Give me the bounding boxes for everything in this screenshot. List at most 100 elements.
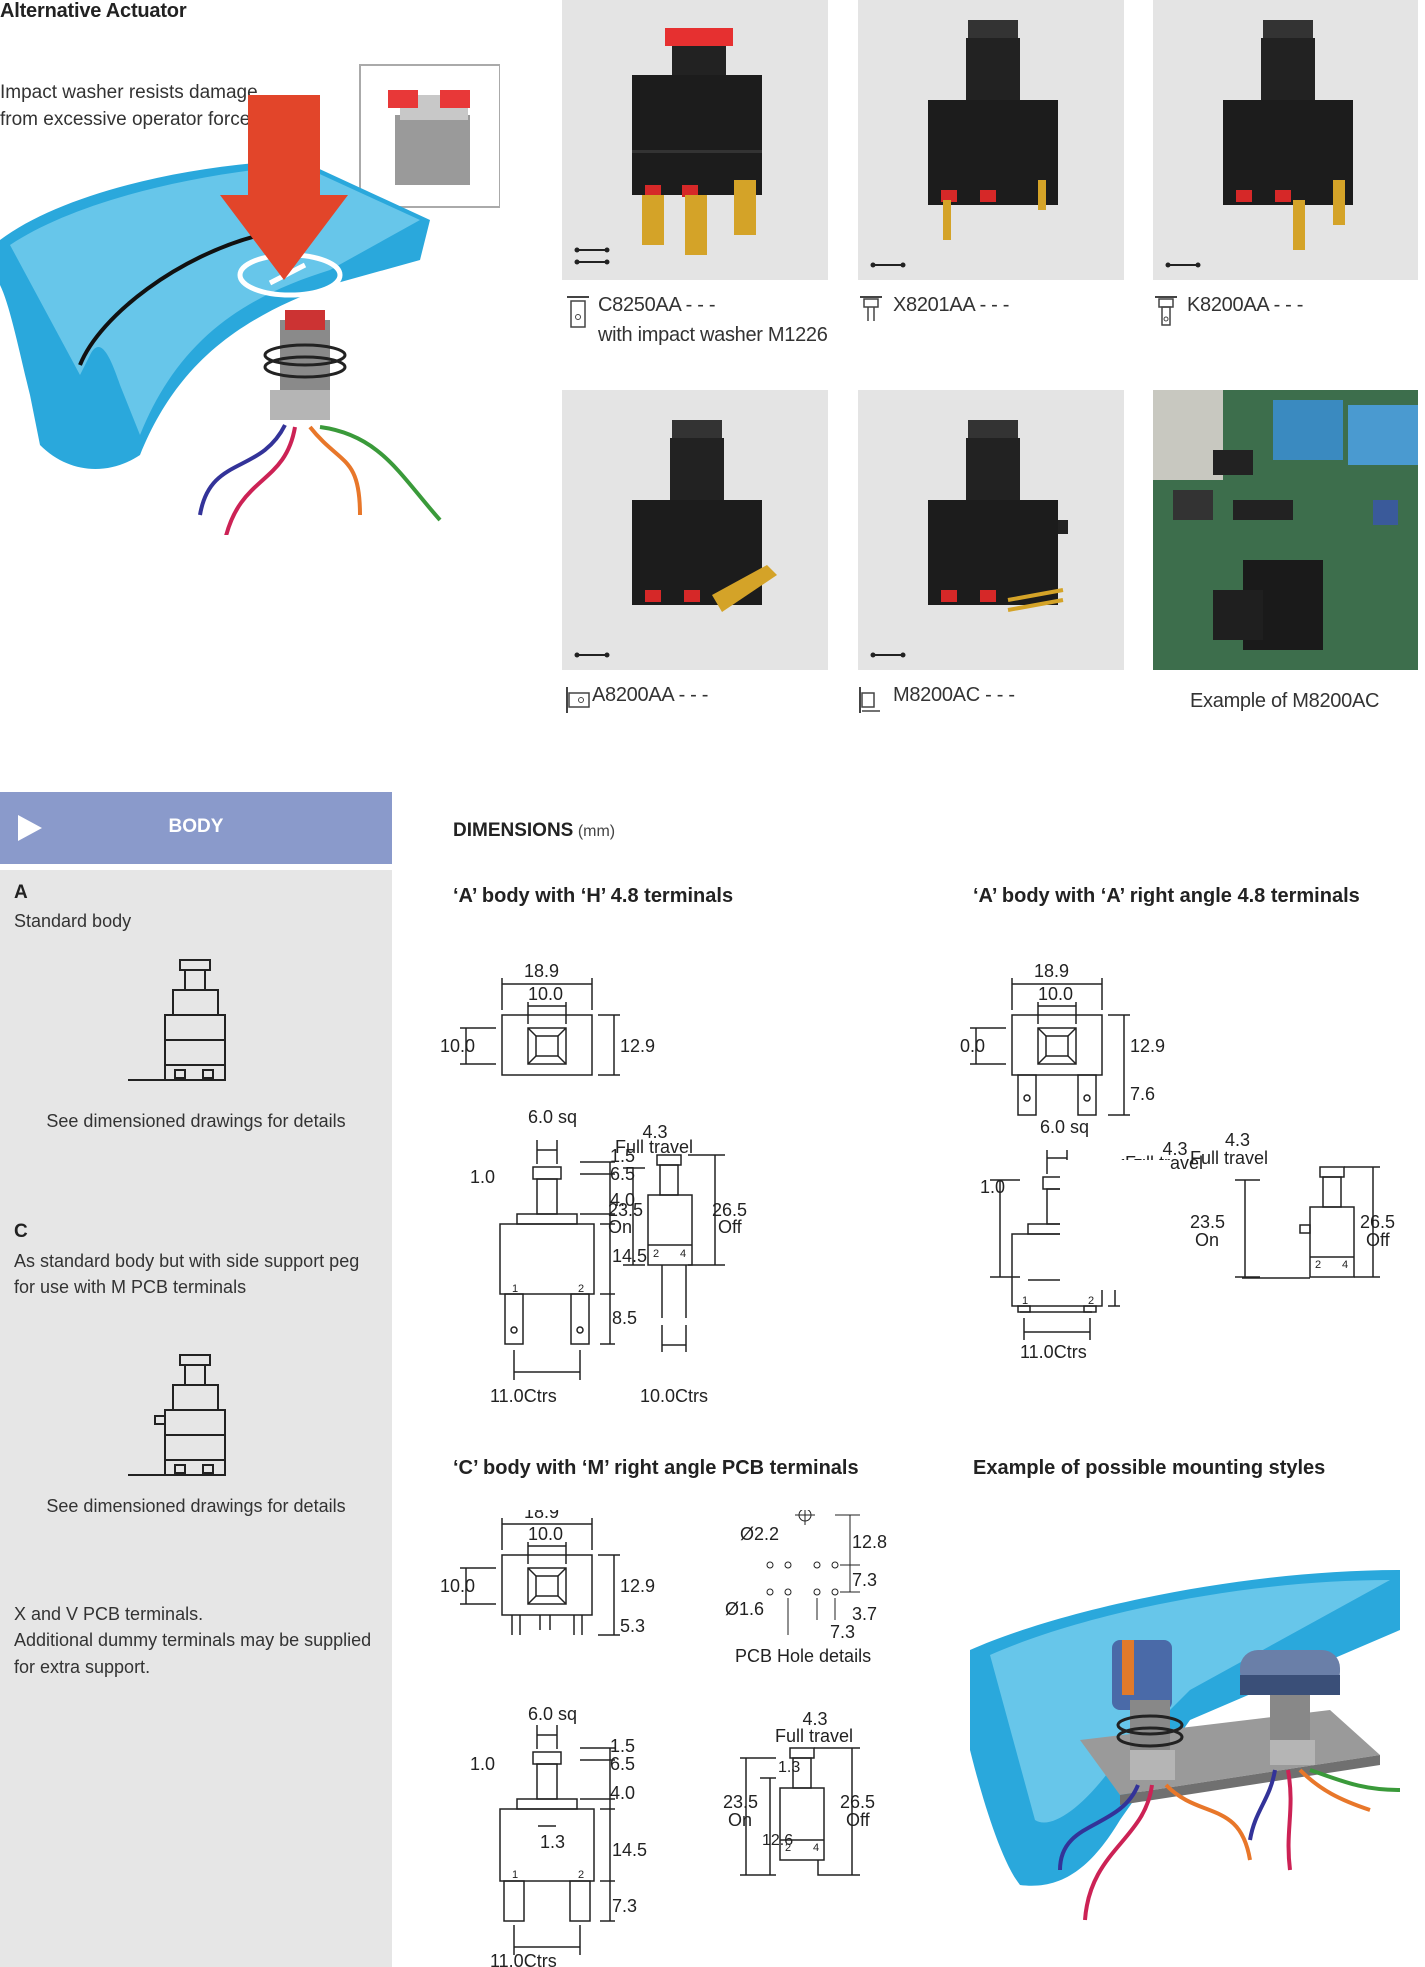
impact-washer-inset [388,90,470,185]
dim-26-5-aa: 26.5 [1360,1212,1396,1232]
svg-text:1: 1 [1022,1295,1028,1307]
svg-text:2: 2 [1315,1259,1321,1271]
actuator-title: Alternative Actuator [0,0,187,22]
svg-text:2: 2 [653,1248,659,1260]
svg-text:10.0: 10.0 [440,1576,475,1596]
body-c-desc1: As standard body but with side support p… [14,1251,360,1271]
svg-text:11.0Ctrs: 11.0Ctrs [1020,1342,1087,1362]
terminal-symbol-a-icon [566,687,590,713]
svg-text:10.0Ctrs: 10.0Ctrs [640,1386,708,1406]
svg-text:1.0: 1.0 [980,1177,1005,1197]
svg-text:4: 4 [813,1842,819,1854]
svg-text:7.3: 7.3 [612,1896,637,1916]
product-photo-pcb-example [1153,390,1418,670]
terminal-symbol-c-icon [567,296,589,328]
dim-on-aa: On [1195,1230,1220,1250]
svg-text:23.5: 23.5 [608,1200,643,1220]
dimensions-title: DIMENSIONS [453,820,574,841]
svg-text:Ø1.6: Ø1.6 [725,1599,764,1619]
svg-text:1.0: 1.0 [470,1167,495,1187]
svg-text:Off: Off [718,1217,743,1237]
product-photo-a8200aa [562,390,828,670]
svg-text:1.5: 1.5 [610,1736,635,1756]
svg-text:26.5: 26.5 [840,1792,875,1812]
product-caption-pcb-example: Example of M8200AC [1190,690,1380,712]
body-panel [0,870,392,1967]
svg-text:2: 2 [578,1869,584,1881]
actuator-note-line2: from excessive operator force [0,109,251,130]
body-note1: X and V PCB terminals. [14,1604,204,1624]
product-code-k8200aa: K8200AA - - - [1187,294,1304,316]
svg-text:6.0 sq: 6.0 sq [528,1107,577,1127]
svg-text:On: On [608,1217,632,1237]
svg-text:PCB Hole details: PCB Hole details [735,1646,871,1666]
actuator-illustration [0,64,500,535]
body-c-desc2: for use with M PCB terminals [14,1277,247,1297]
product-photo-x8201aa [858,0,1124,280]
svg-text:2: 2 [1088,1295,1094,1307]
section-mount-title: Example of possible mounting styles [973,1457,1326,1479]
svg-text:12.6: 12.6 [762,1832,793,1849]
svg-text:1: 1 [512,1283,518,1295]
svg-text:12.9: 12.9 [620,1576,655,1596]
svg-text:1.5: 1.5 [610,1146,635,1166]
product-photo-m8200ac [858,390,1124,670]
terminal-symbol-x-icon [860,296,882,321]
svg-text:18.9: 18.9 [524,961,559,981]
product-code-x8201aa: X8201AA - - - [893,294,1010,316]
svg-text:1.3: 1.3 [540,1832,565,1852]
svg-text:5.3: 5.3 [620,1616,645,1636]
dim-full-travel-aa: Full travel [1190,1148,1269,1168]
svg-text:On: On [728,1810,752,1830]
svg-text:4.0: 4.0 [610,1190,635,1210]
svg-text:23.5: 23.5 [723,1792,758,1812]
svg-text:4: 4 [1342,1259,1348,1271]
svg-text:14.5: 14.5 [612,1840,647,1860]
svg-text:10.0: 10.0 [960,1036,985,1056]
svg-text:12.9: 12.9 [1130,1036,1165,1056]
svg-text:4.0: 4.0 [610,1783,635,1803]
svg-text:1.3: 1.3 [778,1759,800,1776]
drawing-a-h: 18.9 10.0 10.0 12.9 6.0 sq 1.5 6.5 1.0 4… [440,961,747,1406]
svg-text:26.5: 26.5 [712,1200,747,1220]
body-note2: Additional dummy terminals may be suppli… [14,1630,372,1650]
body-header: BODY [0,792,392,864]
svg-text:7.3: 7.3 [830,1622,855,1642]
terminal-symbol-m-icon [859,687,880,713]
svg-text:4.3: 4.3 [642,1122,667,1142]
svg-text:10.0: 10.0 [1038,984,1073,1004]
svg-text:11.0Ctrs: 11.0Ctrs [490,1951,557,1967]
dimensions-unit: (mm) [577,823,616,840]
svg-text:8.5: 8.5 [612,1308,637,1328]
svg-text:Full travel: Full travel [775,1726,853,1746]
mounting-illustration [970,1570,1401,1921]
svg-text:2: 2 [578,1283,584,1295]
actuator-note-line1: Impact washer resists damage [0,82,258,103]
body-note3: for extra support. [14,1657,151,1677]
svg-text:18.9: 18.9 [524,1510,559,1522]
drawing-c-m: 18.9 10.0 10.0 12.9 5.3 6.0 sq 1.5 6.5 1… [440,1510,887,1967]
svg-text:6.5: 6.5 [610,1164,635,1184]
svg-text:6.5: 6.5 [610,1754,635,1774]
body-a-see: See dimensioned drawings for details [46,1111,346,1131]
svg-text:4.3: 4.3 [1162,1139,1187,1159]
svg-text:4: 4 [680,1248,686,1260]
svg-text:1: 1 [512,1869,518,1881]
dim-4-3-aa: 4.3 [1225,1130,1251,1150]
product-photo-k8200aa [1153,0,1418,280]
play-arrow-icon [18,815,42,841]
svg-text:2: 2 [785,1842,791,1854]
body-c-drawing [128,1354,226,1476]
svg-text:12.9: 12.9 [620,1036,655,1056]
body-a-letter: A [14,882,28,903]
mask [1060,1160,1170,1290]
dim-23-5-aa: 23.5 [1190,1212,1226,1232]
svg-text:10.0: 10.0 [528,1524,563,1544]
body-a-drawing [128,959,226,1081]
product-sub-c8250aa: with impact washer M1226 [598,324,828,346]
svg-text:1.0: 1.0 [470,1754,495,1774]
product-photo-c8250aa [562,0,828,280]
section-a-a-title: ‘A’ body with ‘A’ right angle 4.8 termin… [973,885,1360,907]
body-c-letter: C [14,1221,28,1242]
